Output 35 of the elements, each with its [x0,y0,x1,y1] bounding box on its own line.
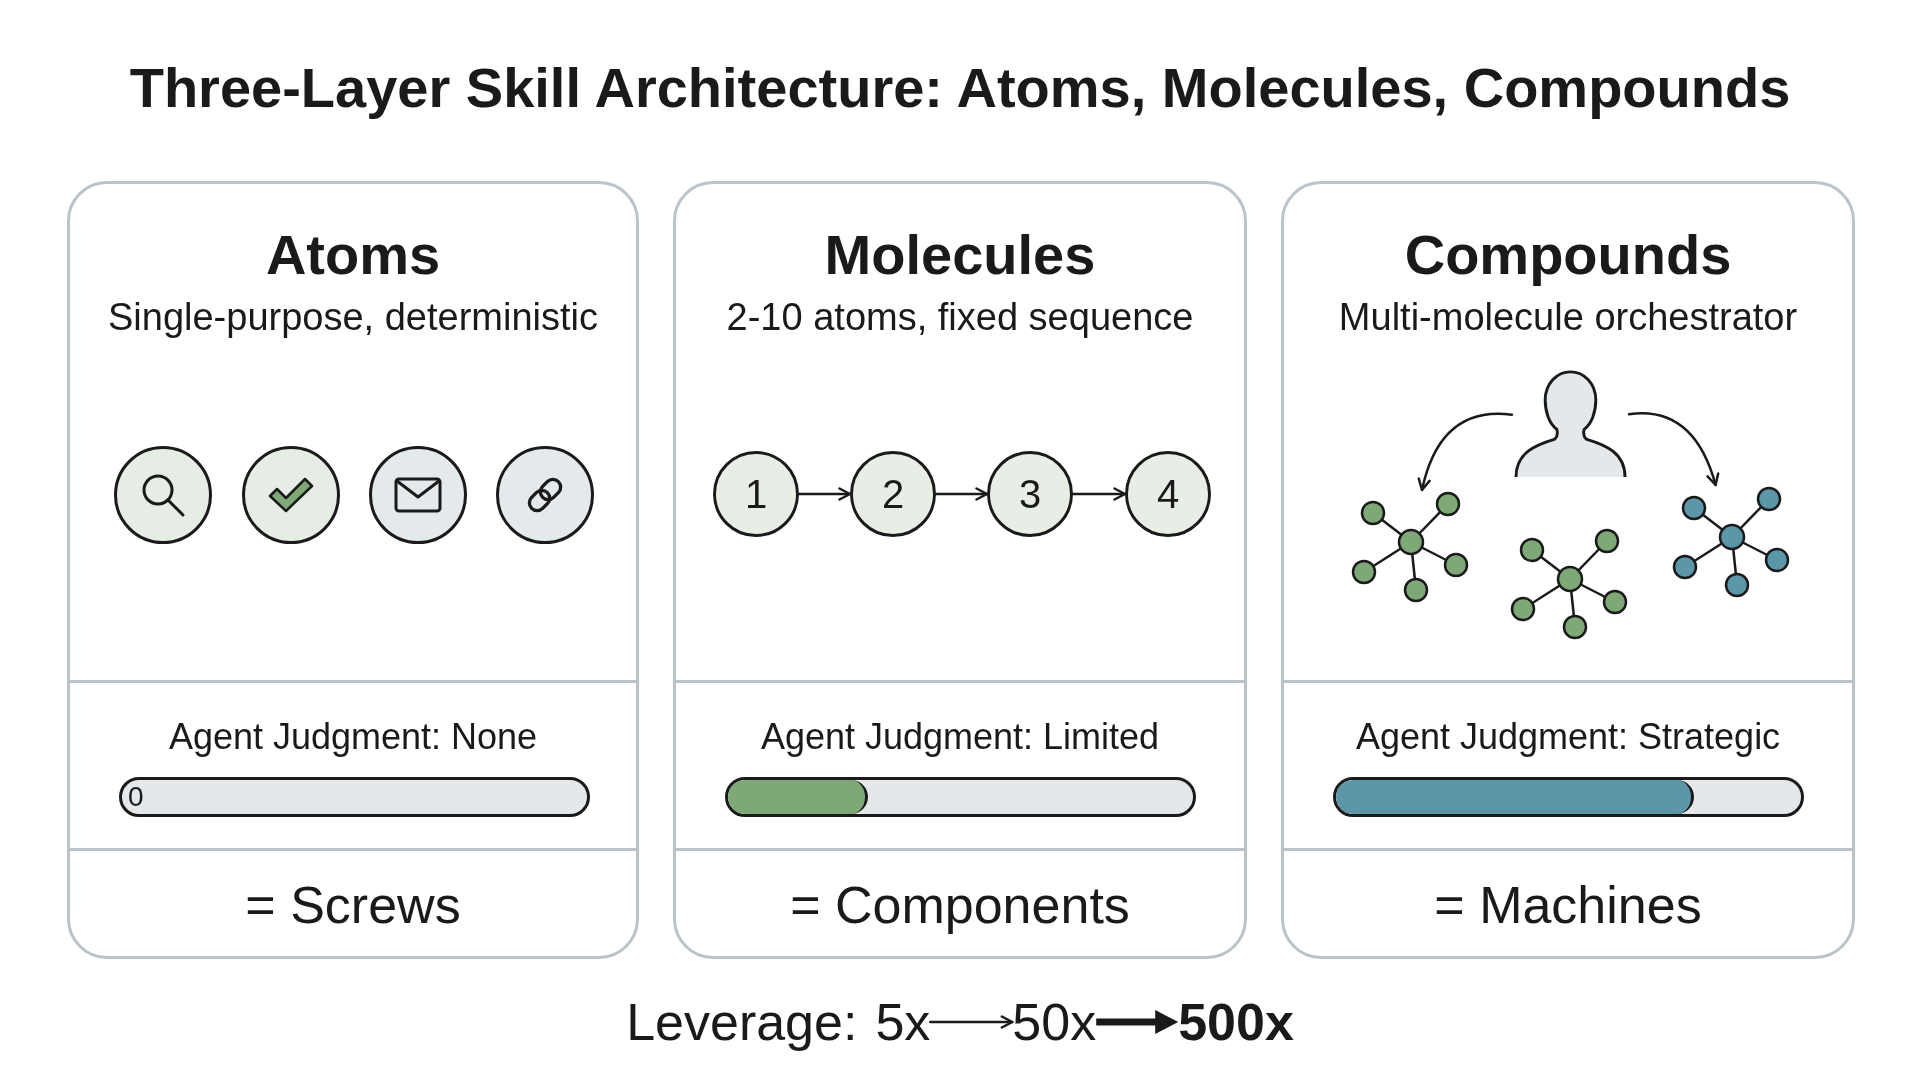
leverage-value: 500x [1178,992,1294,1052]
card-heading: Atoms [265,223,441,287]
molecule-graphic [1671,485,1791,599]
step-circle: 1 [713,451,799,537]
judgment-label: Agent Judgment: Strategic [1355,716,1781,757]
card-subtitle: Multi-molecule orchestrator [1338,295,1798,339]
analogy-label: = Machines [1434,875,1702,935]
leverage-value: 50x [1012,992,1097,1052]
arrow [797,487,852,501]
card-subtitle: 2-10 atoms, fixed sequence [726,295,1194,339]
leverage-value: 5x [875,992,931,1052]
arrow [1071,487,1127,501]
step-circle: 2 [850,451,936,537]
judgment-label: Agent Judgment: None [168,716,538,757]
step-circle: 3 [987,451,1073,537]
card-subtitle: Single-purpose, deterministic [108,295,598,339]
progress-value: 0 [128,782,144,812]
step-circle: 4 [1125,451,1211,537]
leverage-label: Leverage: [626,992,858,1052]
analogy-label: = Components [790,875,1130,935]
judgment-label: Agent Judgment: Limited [760,716,1160,757]
diagram-title: Three-Layer Skill Architecture: Atoms, Molecules, Compounds [129,55,1791,121]
card-panel [67,181,639,959]
person-silhouette [1512,367,1629,478]
arrow [1417,412,1514,492]
card-heading: Compounds [1404,223,1732,287]
molecule-graphic [1509,527,1629,641]
arrow [934,487,989,501]
card-panel [673,181,1247,959]
arrow [1627,412,1720,487]
molecule-graphic [1350,490,1470,604]
analogy-label: = Screws [245,875,461,935]
arrow [929,1015,1014,1029]
card-heading: Molecules [824,223,1096,287]
card-panel [1281,181,1855,959]
